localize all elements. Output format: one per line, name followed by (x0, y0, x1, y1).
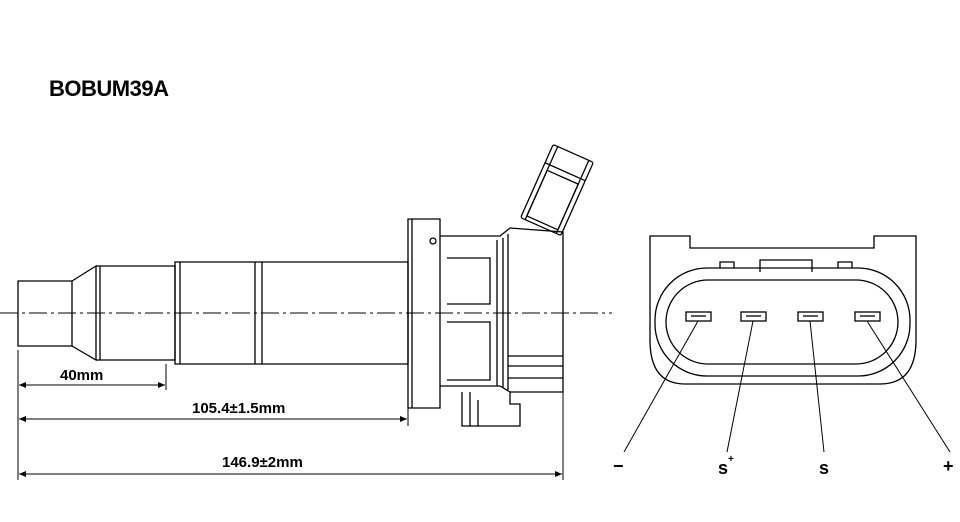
pin-label-positive: + (943, 456, 954, 476)
connector-housing (440, 227, 564, 393)
connector-face-inner (665, 279, 899, 365)
dim-label-146: 146.9±2mm (222, 454, 303, 471)
boot-taper (71, 264, 97, 362)
pin-labels: − s + s + (613, 454, 954, 478)
pin-slot-2 (740, 311, 767, 322)
pin-label-s: s (819, 458, 829, 478)
part-number-title: BOBUM39A (49, 76, 169, 101)
flange-hole (429, 237, 437, 245)
boot-tube (96, 265, 176, 361)
pin-leaders (623, 320, 951, 453)
connector-face-outer (654, 267, 911, 377)
coil-side-view (17, 144, 594, 427)
connector-outer-shell (649, 235, 917, 385)
pin-label-s-plus-superscript: + (728, 454, 734, 465)
bottom-clip (461, 392, 521, 427)
pin-label-negative: − (613, 456, 624, 476)
top-latch (759, 259, 813, 272)
pin-slot-1 (685, 311, 712, 322)
angled-connector (520, 144, 594, 236)
dim-label-105: 105.4±1.5mm (192, 400, 285, 417)
connector-front-view (649, 235, 917, 385)
pin-label-s-plus: s (718, 458, 728, 478)
dimensions (17, 350, 564, 480)
dim-label-40: 40mm (60, 367, 103, 384)
mounting-flange (407, 218, 441, 409)
